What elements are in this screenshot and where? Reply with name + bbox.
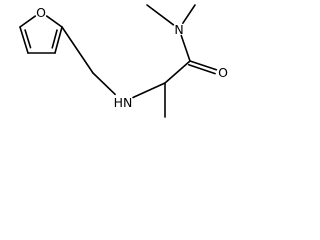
atom-label-layer: O HN O N	[36, 5, 228, 110]
furan-o-label: O	[36, 5, 46, 20]
bond-amide-n-n-methyl-1	[182, 4, 196, 24]
bond-furan-c5-furan-o	[19, 15, 37, 28]
bond-layer	[19, 4, 218, 118]
amine-n-label: HN	[114, 95, 133, 110]
bond-carbonyl-c-amide-n	[180, 34, 191, 62]
bond-furan-c4-furan-c5-second-line	[24, 29, 32, 49]
bond-furan-c2-furan-c3-second-line	[51, 29, 58, 49]
bond-amide-n-n-methyl-2	[146, 4, 175, 26]
bond-amine-n-alpha-c	[132, 82, 166, 99]
bond-furan-o-furan-c2	[45, 15, 63, 28]
bond-furan-c2-furan-c3	[54, 26, 63, 54]
bond-alpha-c-carbonyl-c	[164, 60, 191, 84]
carbonyl-o-label: O	[218, 65, 228, 80]
bond-furan-c2-methylene-c	[61, 26, 94, 74]
amide-n-label: N	[174, 22, 183, 37]
molecule-structure: O HN O N	[19, 4, 228, 118]
bond-methylene-c-amine-n	[92, 72, 116, 96]
bond-furan-c4-furan-c5	[19, 26, 29, 54]
bond-carbonyl-c-carbonyl-o	[189, 60, 218, 71]
bond-carbonyl-c-carbonyl-o-second-line	[187, 63, 216, 75]
